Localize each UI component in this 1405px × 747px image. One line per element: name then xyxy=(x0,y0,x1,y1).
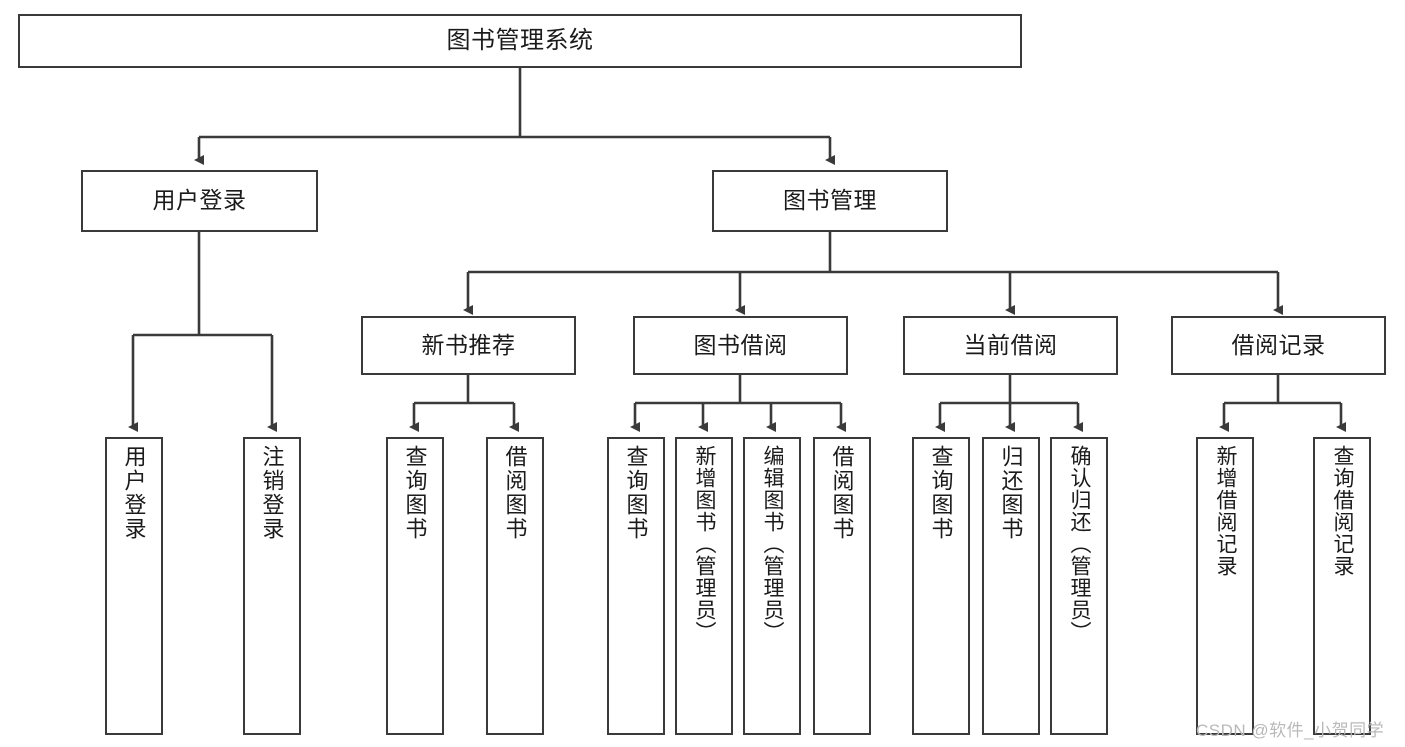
node-label: 新书推荐 xyxy=(421,331,516,358)
node-label: 用户登录 xyxy=(152,187,247,214)
leaf-borrow-record-add-record[interactable]: 新增借阅记录 xyxy=(1196,437,1254,735)
leaf-new-book-query-book[interactable]: 查询图书 xyxy=(386,437,444,735)
node-label: 查询借阅记录 xyxy=(1331,445,1355,577)
node-label: 图书借阅 xyxy=(693,331,788,358)
node-label: 编辑图书（管理员） xyxy=(761,445,785,643)
node-label: 注销登录 xyxy=(259,445,285,541)
leaf-book-borrow-add-book-admin[interactable]: 新增图书（管理员） xyxy=(675,437,733,735)
node-label: 确认归还（管理员） xyxy=(1068,445,1092,643)
leaf-user-login-login[interactable]: 用户登录 xyxy=(105,437,163,735)
node-new-book-recommend[interactable]: 新书推荐 xyxy=(361,316,576,375)
node-label: 借阅图书 xyxy=(502,445,528,541)
node-label: 借阅图书 xyxy=(829,445,855,541)
leaf-book-borrow-borrow-book[interactable]: 借阅图书 xyxy=(813,437,871,735)
node-label: 查询图书 xyxy=(928,445,954,541)
node-user-login[interactable]: 用户登录 xyxy=(81,170,318,232)
node-book-management[interactable]: 图书管理 xyxy=(712,170,948,232)
node-label: 用户登录 xyxy=(121,445,147,541)
node-label: 图书管理系统 xyxy=(446,26,594,54)
node-label: 借阅记录 xyxy=(1231,331,1326,358)
node-label: 查询图书 xyxy=(623,445,649,541)
leaf-new-book-borrow-book[interactable]: 借阅图书 xyxy=(486,437,544,735)
node-borrow-record[interactable]: 借阅记录 xyxy=(1171,316,1386,375)
leaf-current-borrow-confirm-return-admin[interactable]: 确认归还（管理员） xyxy=(1050,437,1108,735)
node-current-borrow[interactable]: 当前借阅 xyxy=(903,316,1118,375)
leaf-current-borrow-query-book[interactable]: 查询图书 xyxy=(912,437,970,735)
leaf-current-borrow-return-book[interactable]: 归还图书 xyxy=(982,437,1040,735)
node-book-borrow[interactable]: 图书借阅 xyxy=(633,316,848,375)
leaf-book-borrow-edit-book-admin[interactable]: 编辑图书（管理员） xyxy=(743,437,801,735)
node-label: 新增借阅记录 xyxy=(1214,445,1238,577)
node-label: 归还图书 xyxy=(998,445,1024,541)
node-root-book-management-system[interactable]: 图书管理系统 xyxy=(18,14,1022,68)
watermark-text: CSDN @软件_小贺同学 xyxy=(1196,721,1385,740)
node-label: 当前借阅 xyxy=(963,331,1058,358)
node-label: 图书管理 xyxy=(783,187,877,214)
node-label: 查询图书 xyxy=(402,445,428,541)
node-label: 新增图书（管理员） xyxy=(693,445,717,643)
leaf-book-borrow-query-book[interactable]: 查询图书 xyxy=(607,437,665,735)
csdn-watermark: CSDN @软件_小贺同学 xyxy=(1196,716,1384,741)
leaf-user-login-logout[interactable]: 注销登录 xyxy=(243,437,301,735)
leaf-borrow-record-query-record[interactable]: 查询借阅记录 xyxy=(1313,437,1371,735)
